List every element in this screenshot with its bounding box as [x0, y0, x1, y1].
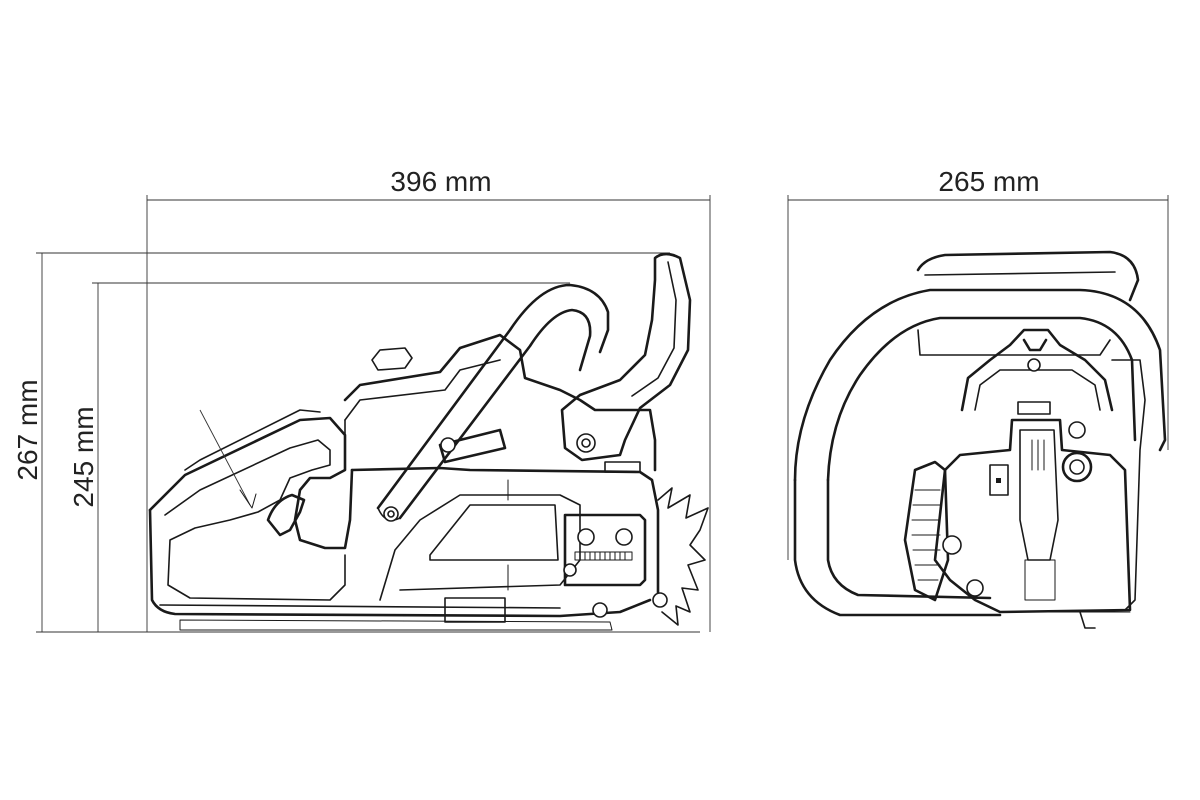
wrap-handle-outer	[793, 288, 1167, 482]
side-foot-plate	[179, 619, 613, 631]
chainsaw-side-view	[148, 252, 709, 631]
front-handle-outer	[376, 283, 610, 510]
chain-brake-guard-inner	[631, 261, 677, 397]
total-height-dimension-label: 267 mm	[12, 379, 43, 480]
front-top-knob-dot	[1027, 358, 1041, 372]
cover-latch	[371, 347, 413, 371]
tensioner-screw	[574, 551, 633, 561]
trigger-pointer-line	[199, 409, 251, 506]
front-lower-panel	[1024, 559, 1056, 601]
front-foot	[1079, 611, 1096, 629]
front-bottom-bolt	[652, 592, 668, 608]
fuel-cap	[1061, 451, 1093, 483]
chain-brake-pivot	[576, 433, 596, 453]
rear-handle-outer	[148, 416, 354, 550]
trigger	[266, 493, 306, 537]
hand-guard-top-edge	[924, 271, 1116, 276]
switch-indicator	[996, 478, 1001, 483]
front-handle-bolt-center	[387, 510, 395, 518]
chain-brake-guard	[560, 252, 692, 462]
trigger-pointer-arrow	[239, 489, 257, 509]
rear-handle-inner	[164, 439, 346, 601]
front-slot	[1017, 401, 1051, 415]
tensioner-teeth	[579, 551, 626, 561]
bar-nut-rear	[615, 528, 633, 546]
side-screw	[563, 563, 577, 577]
length-dimension-label: 396 mm	[390, 166, 491, 197]
front-top-knob	[1022, 338, 1048, 352]
engine-cover-inner-line	[344, 359, 501, 421]
oil-cap	[1068, 421, 1086, 439]
bar-nut-front	[577, 528, 595, 546]
front-handle-inner	[398, 308, 592, 520]
chainsaw-front-view	[793, 250, 1167, 629]
wrap-handle-inner	[826, 316, 1137, 482]
rear-handle-top-edge	[184, 409, 321, 471]
handle-bracket	[438, 428, 507, 464]
engine-cover-top	[343, 333, 657, 472]
front-right-side-edge	[1111, 359, 1146, 611]
fuel-cap-center	[1069, 459, 1085, 475]
spiked-bumper	[657, 487, 709, 626]
side-base-inner	[159, 604, 561, 609]
air-filter-cover	[429, 504, 559, 561]
label-plate	[444, 597, 506, 623]
starter-grille	[911, 489, 941, 581]
front-center-panel	[1019, 429, 1059, 561]
on-off-switch	[989, 464, 1009, 496]
front-handle-bolt	[383, 506, 399, 522]
engine-body-outline	[350, 466, 660, 602]
handle-bracket-bolt	[440, 437, 456, 453]
clutch-cover-plate	[563, 513, 647, 587]
front-housing-inner	[974, 369, 1101, 411]
dimension-lines	[36, 195, 1169, 633]
side-panel	[379, 494, 581, 601]
front-cooling-fins	[1031, 439, 1045, 471]
body-height-dimension-label: 245 mm	[68, 406, 99, 507]
starter-housing	[903, 460, 950, 602]
chain-brake-pivot-center	[581, 438, 591, 448]
choke-knob	[966, 579, 984, 597]
chain-oil-adjust-screw	[592, 602, 608, 618]
wrap-handle-inner-lower	[826, 478, 992, 600]
front-housing-top	[960, 328, 1114, 412]
front-engine-block	[933, 418, 1132, 614]
width-dimension-label: 265 mm	[938, 166, 1039, 197]
side-base-outline	[148, 508, 652, 618]
hand-guard-lower-edge	[917, 329, 1111, 356]
primer-bulb	[942, 535, 962, 555]
wrap-handle-outer-lower	[793, 478, 1002, 617]
hand-guard-top	[916, 250, 1140, 302]
